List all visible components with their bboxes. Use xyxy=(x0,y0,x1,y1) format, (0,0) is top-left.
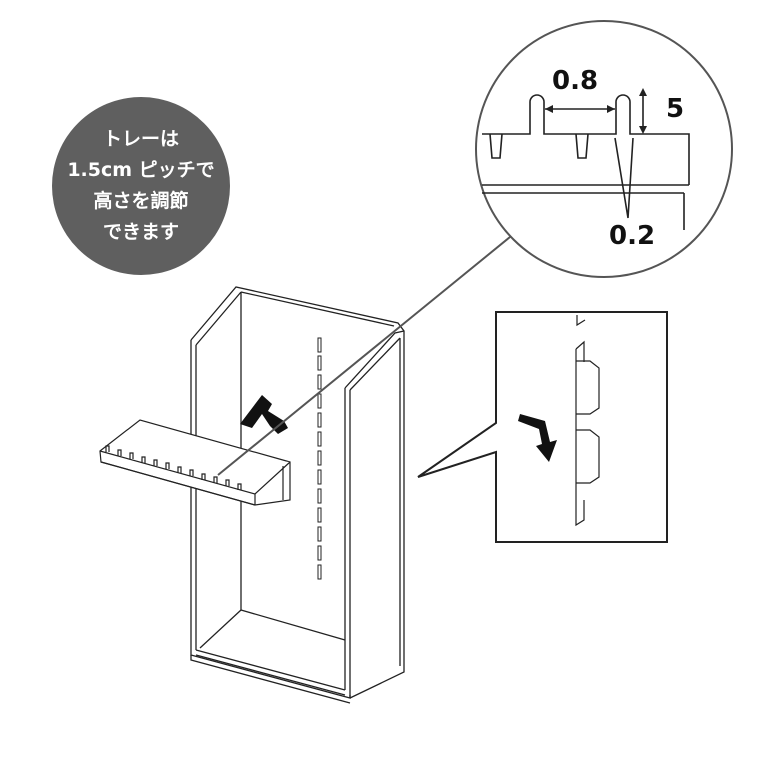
bubble-line-2: 1.5cm ピッチで xyxy=(67,159,215,181)
bubble-line-3: 高さを調節 xyxy=(93,190,189,212)
bubble-line-4: できます xyxy=(102,221,179,243)
callout-leader-line xyxy=(217,236,511,476)
down-arrow-icon xyxy=(518,414,557,462)
gap-dimension-label: 0.8 xyxy=(552,66,599,96)
up-arrow-icon xyxy=(240,395,288,434)
bubble-line-1: トレーは xyxy=(102,128,179,150)
tray xyxy=(99,419,291,506)
wall-slots xyxy=(317,337,322,580)
detail-box-content xyxy=(575,315,600,527)
info-bubble: トレーは 1.5cm ピッチで 高さを調節 できます xyxy=(52,97,230,275)
detail-circle xyxy=(475,20,733,278)
thickness-dimension-label: 0.2 xyxy=(609,221,656,251)
cabinet xyxy=(190,286,405,704)
height-dimension-label: 5 xyxy=(666,94,685,124)
